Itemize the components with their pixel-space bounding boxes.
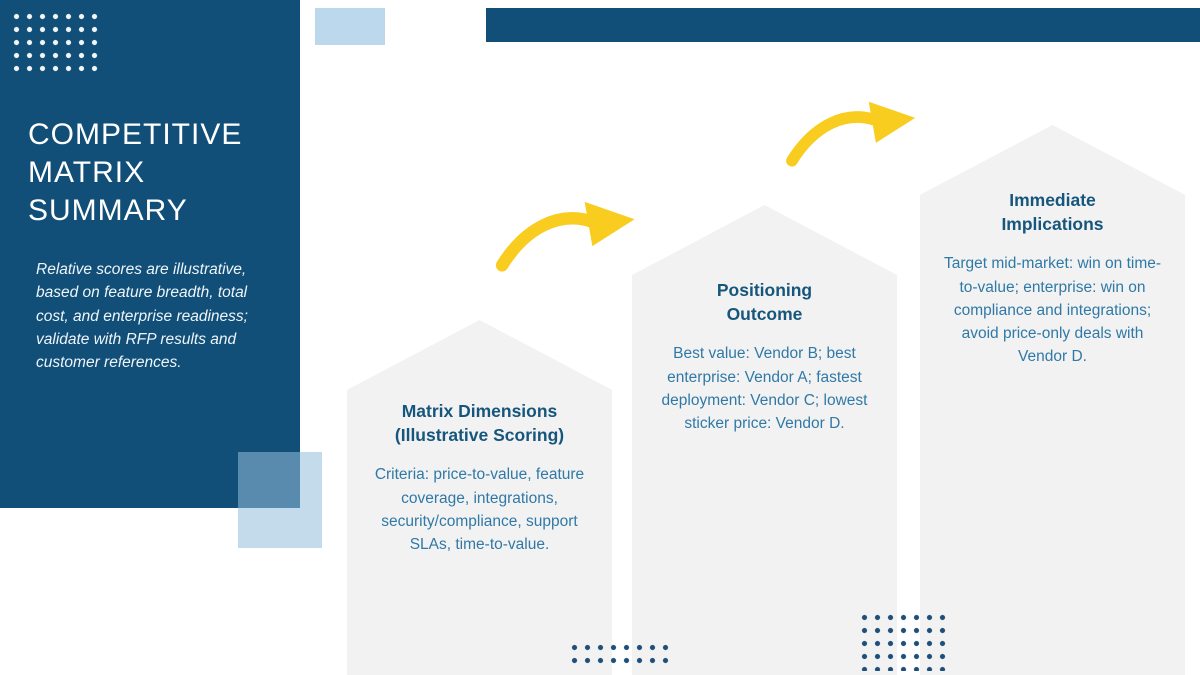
curved-arrow-icon [786, 101, 916, 167]
card-matrix-dimensions: Matrix Dimensions (Illustrative Scoring)… [347, 320, 612, 675]
dot-grid-decoration [858, 611, 950, 671]
card-title: Positioning Outcome [716, 280, 813, 324]
card-title: Matrix Dimensions (Illustrative Scoring) [394, 401, 565, 445]
card-immediate-implications: Immediate Implications Target mid-market… [920, 125, 1185, 675]
arrow-tail [495, 212, 597, 272]
card-title: Immediate Implications [1001, 190, 1104, 234]
dot-grid-decoration [568, 641, 669, 669]
card-body: Best value: Vendor B; best enterprise: V… [661, 345, 868, 432]
left-panel: COMPETITIVE MATRIX SUMMARY Relative scor… [0, 0, 300, 508]
arrow-head [868, 101, 916, 143]
dot-grid-decoration [10, 10, 102, 76]
card-positioning-outcome: Positioning Outcome Best value: Vendor B… [632, 205, 897, 675]
card-body: Target mid-market: win on time-to-value;… [943, 255, 1162, 366]
arrow-tail [786, 111, 880, 167]
decor-square-top [315, 8, 385, 45]
page-title: COMPETITIVE MATRIX SUMMARY [28, 118, 243, 228]
curved-arrow-icon [495, 201, 635, 272]
decor-top-bar [486, 8, 1200, 42]
slide-note: Relative scores are illustrative, based … [36, 261, 248, 371]
card-body: Criteria: price-to-value, feature covera… [374, 466, 585, 553]
arrow-head [584, 201, 635, 247]
decor-square-mid [238, 452, 322, 548]
